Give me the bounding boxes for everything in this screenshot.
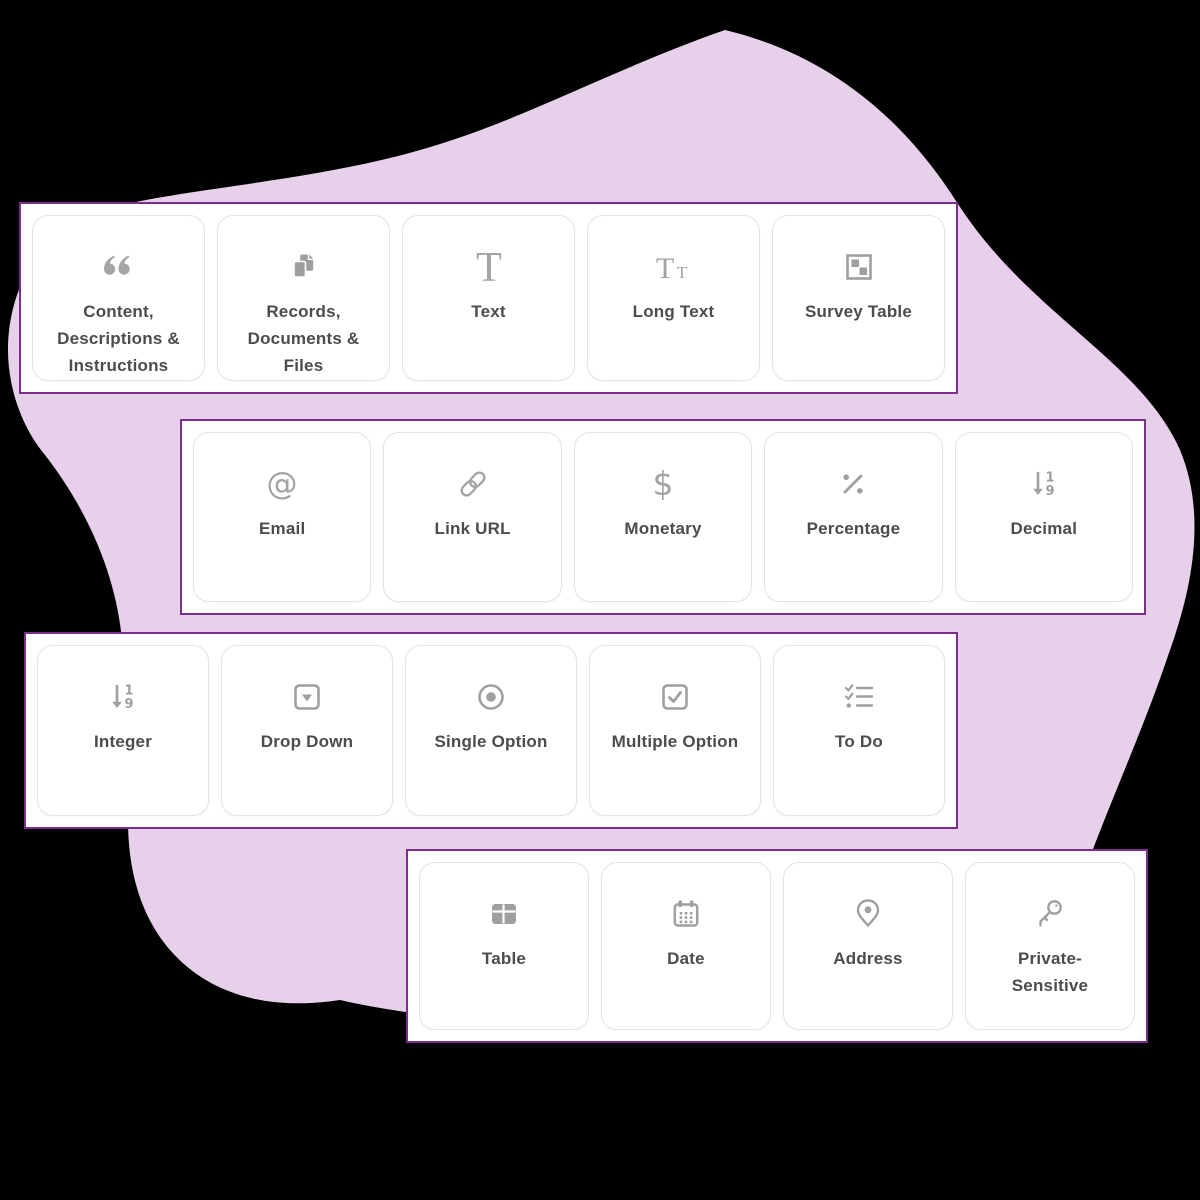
card-email[interactable]: @ Email — [193, 432, 372, 602]
card-link-url[interactable]: Link URL — [383, 432, 562, 602]
key-icon — [1033, 896, 1067, 932]
card-date[interactable]: Date — [601, 862, 771, 1030]
survey-table-icon — [843, 249, 875, 285]
card-table[interactable]: Table — [419, 862, 589, 1030]
card-label: Address — [833, 949, 903, 968]
card-multiple-option[interactable]: Multiple Option — [589, 645, 761, 816]
svg-text:T: T — [655, 252, 673, 284]
calendar-icon — [670, 896, 702, 932]
card-single-option[interactable]: Single Option — [405, 645, 577, 816]
svg-text:1: 1 — [124, 684, 133, 699]
map-pin-icon — [852, 896, 884, 932]
card-drop-down[interactable]: Drop Down — [221, 645, 393, 816]
dropdown-icon — [291, 679, 323, 715]
sort-numeric-icon: 1 9 — [107, 679, 139, 715]
field-group-row-4: Table Date — [406, 849, 1148, 1043]
card-label: Single Option — [434, 732, 548, 751]
svg-text:9: 9 — [1045, 484, 1054, 499]
svg-text:1: 1 — [1045, 471, 1054, 486]
table-icon — [488, 896, 520, 932]
svg-text:T: T — [676, 263, 687, 282]
long-text-icon: T T — [653, 249, 695, 285]
field-group-row-3: 1 9 Integer Drop Down Single Option — [24, 632, 958, 829]
documents-icon — [288, 249, 320, 285]
field-group-row-1: Content, Descriptions & Instructions Rec… — [19, 202, 958, 394]
card-to-do[interactable]: To Do — [773, 645, 945, 816]
card-label: Text — [471, 302, 506, 321]
checkbox-icon — [659, 679, 691, 715]
checklist-icon — [843, 679, 875, 715]
card-percentage[interactable]: Percentage — [764, 432, 943, 602]
card-label: Monetary — [624, 519, 702, 538]
card-records-documents-files[interactable]: Records, Documents & Files — [217, 215, 390, 381]
dollar-icon: $ — [646, 466, 680, 502]
card-label: Content, Descriptions & Instructions — [57, 302, 180, 375]
card-content-descriptions-instructions[interactable]: Content, Descriptions & Instructions — [32, 215, 205, 381]
sort-numeric-icon: 1 9 — [1028, 466, 1060, 502]
field-group-row-2: @ Email Link URL $ Monetary — [180, 419, 1146, 615]
svg-text:$: $ — [653, 466, 674, 502]
card-label: Link URL — [434, 519, 511, 538]
card-label: Drop Down — [260, 732, 354, 751]
card-label: Records, Documents & Files — [247, 302, 360, 375]
card-label: Survey Table — [805, 302, 912, 321]
svg-text:@: @ — [267, 467, 298, 501]
link-icon — [455, 466, 491, 502]
card-label: Date — [667, 949, 705, 968]
card-monetary[interactable]: $ Monetary — [573, 432, 753, 602]
card-text[interactable]: T Text — [402, 215, 575, 381]
svg-text:T: T — [476, 250, 502, 284]
card-label: Long Text — [632, 302, 715, 321]
card-label: Integer — [93, 732, 153, 751]
percentage-icon — [838, 466, 868, 502]
radio-icon — [475, 679, 507, 715]
email-at-icon: @ — [265, 466, 299, 502]
text-icon: T — [472, 249, 506, 285]
card-label: Email — [259, 519, 306, 538]
card-integer[interactable]: 1 9 Integer — [37, 645, 209, 816]
card-label: Percentage — [806, 519, 901, 538]
quote-icon — [100, 249, 138, 285]
svg-text:9: 9 — [124, 697, 133, 712]
card-decimal[interactable]: 1 9 Decimal — [954, 432, 1134, 602]
card-long-text[interactable]: T T Long Text — [587, 215, 760, 381]
card-private-sensitive[interactable]: Private-Sensitive — [965, 862, 1135, 1030]
card-survey-table[interactable]: Survey Table — [772, 215, 945, 381]
card-label: Decimal — [1010, 519, 1078, 538]
card-label: Multiple Option — [611, 732, 739, 751]
card-label: Private-Sensitive — [1011, 949, 1089, 995]
card-label: To Do — [835, 732, 883, 751]
card-address[interactable]: Address — [783, 862, 953, 1030]
card-label: Table — [481, 949, 527, 968]
